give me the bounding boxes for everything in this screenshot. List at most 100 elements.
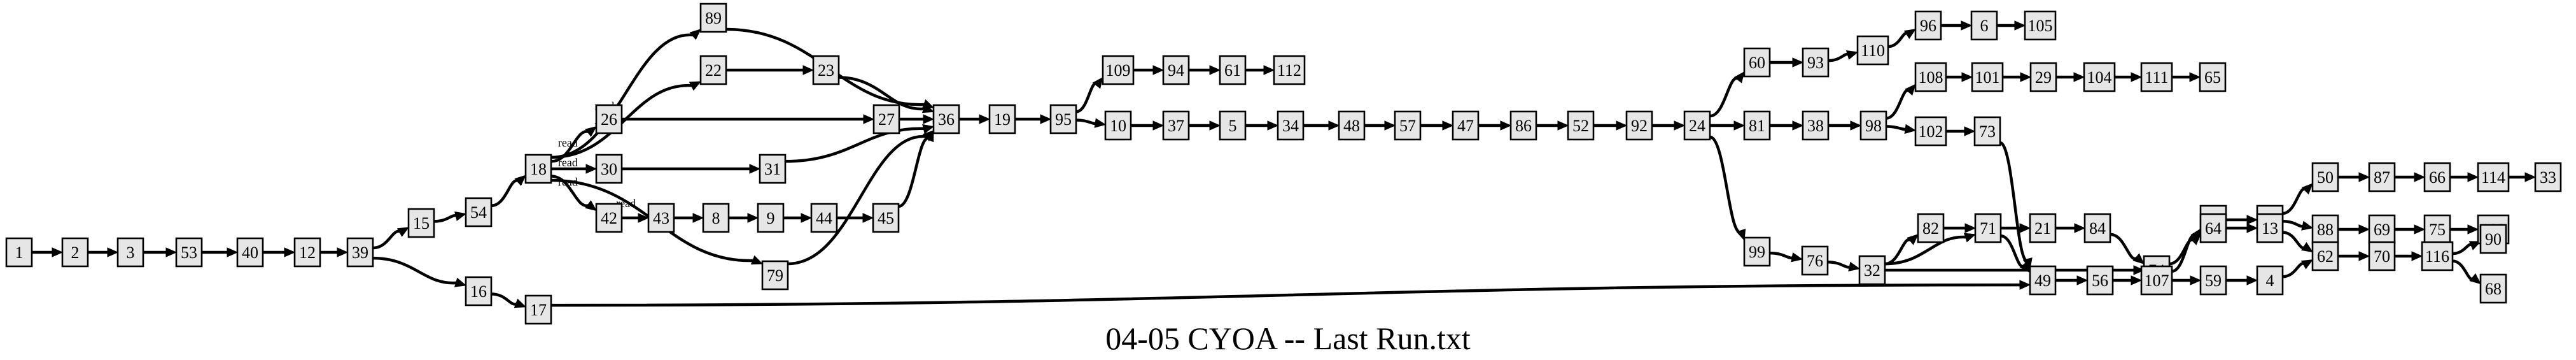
edge-5-to-34 [1245, 120, 1279, 131]
edge-arrowhead [2411, 251, 2423, 261]
edge-arrowhead [1907, 234, 1919, 245]
edge-arrowhead [2189, 72, 2201, 82]
edge-61-to-112 [1245, 65, 1275, 75]
edge-arrowhead [638, 213, 650, 223]
node-box [1914, 116, 1947, 147]
node-label: 70 [2374, 247, 2390, 266]
node-2: 2 [61, 237, 89, 268]
node-8: 8 [702, 203, 730, 233]
node-label: 94 [1168, 61, 1184, 80]
edge-12-to-39 [319, 247, 349, 257]
node-61: 61 [1219, 55, 1247, 85]
edge-19-to-95 [1014, 114, 1052, 124]
node-label: 61 [1224, 61, 1241, 80]
edge-2-to-3 [87, 247, 119, 257]
edge-9-to-44 [783, 213, 813, 223]
node-box [1625, 110, 1653, 141]
node-59: 59 [2199, 265, 2227, 296]
node-box [2024, 10, 2057, 41]
edge-arrowhead [1384, 120, 1396, 131]
edge-116-to-68 [2452, 259, 2481, 285]
node-box [872, 203, 900, 233]
node-label: 53 [181, 243, 197, 262]
node-box [2029, 213, 2057, 243]
edge-arrowhead [2019, 280, 2031, 290]
edge-line [1887, 31, 1909, 48]
node-label: 109 [1106, 61, 1131, 80]
node-box [1743, 47, 1771, 78]
edge-16-to-17 [491, 292, 527, 308]
node-label: 68 [2485, 280, 2502, 298]
node-label: 33 [2540, 168, 2556, 187]
edge-1-to-2 [31, 247, 64, 257]
edge-49-to-56 [2055, 275, 2089, 285]
node-box [1162, 110, 1190, 141]
node-label: 12 [299, 243, 316, 262]
edge-arrowhead [979, 114, 991, 124]
edge-arrowhead [2358, 224, 2370, 234]
node-109: 109 [1102, 55, 1135, 85]
edge-line [838, 76, 926, 111]
node-box [1858, 255, 1886, 285]
node-96: 96 [1914, 10, 1942, 41]
edge-arrowhead [2300, 241, 2314, 253]
node-label: 52 [1572, 117, 1589, 135]
node-16: 16 [465, 276, 493, 306]
node-box [595, 104, 623, 134]
edge-line [1886, 125, 1907, 131]
edge-44-to-45 [836, 213, 874, 223]
node-53: 53 [175, 237, 203, 268]
edge-line [787, 135, 927, 266]
node-box [2083, 62, 2116, 92]
edge-arrowhead [165, 247, 178, 257]
edge-line [1075, 119, 1097, 126]
node-4: 4 [2256, 265, 2284, 296]
edge-40-to-12 [262, 247, 296, 257]
edge-18-to-26: read [550, 126, 597, 163]
edge-116-to-90 [2452, 241, 2482, 256]
node-label: 44 [816, 209, 832, 227]
node-label: 104 [2087, 68, 2112, 87]
edge-arrowhead [2414, 172, 2426, 182]
edge-arrowhead [689, 29, 701, 40]
node-10: 10 [1104, 110, 1132, 141]
node-box [1338, 110, 1366, 141]
node-label: 111 [2145, 68, 2168, 87]
node-box [2083, 213, 2111, 243]
edges-layer: readreadreadreadreadread [31, 20, 2537, 308]
node-label: 22 [705, 61, 722, 80]
node-label: 24 [1689, 117, 1705, 135]
edge-arrowhead [2014, 20, 2026, 31]
edge-arrowhead [1963, 233, 1977, 243]
edge-10-to-37 [1131, 120, 1165, 131]
node-box [1743, 110, 1771, 141]
node-box [1509, 110, 1537, 141]
node-label: 101 [1975, 68, 2000, 87]
edge-arrowhead [2300, 259, 2314, 270]
node-99: 99 [1743, 236, 1771, 267]
node-19: 19 [988, 104, 1016, 134]
edge-109-to-94 [1133, 65, 1165, 75]
edge-71-to-21 [2001, 223, 2031, 233]
node-104: 104 [2083, 62, 2116, 92]
edge-arrowhead [2019, 261, 2031, 273]
edge-76-to-32 [1827, 261, 1861, 271]
edge-29-to-104 [2055, 72, 2085, 82]
node-label: 114 [2481, 168, 2505, 187]
node-1: 1 [5, 237, 33, 268]
node-73: 73 [1973, 116, 2001, 147]
node-label: 47 [1457, 117, 1474, 135]
node-box [2479, 273, 2507, 304]
node-box [465, 276, 493, 306]
edge-arrowhead [1094, 118, 1107, 128]
edge-52-to-92 [1593, 120, 1628, 131]
edge-arrowhead [923, 114, 935, 124]
edge-104-to-111 [2114, 72, 2143, 82]
edge-8-to-9 [728, 213, 759, 223]
edge-arrowhead [802, 65, 815, 75]
edge-47-to-86 [1478, 120, 1512, 131]
node-box [699, 55, 727, 85]
edge-71-to-49 [2000, 234, 2031, 273]
node-label: 37 [1168, 117, 1184, 135]
node-label: 60 [1749, 54, 1765, 72]
